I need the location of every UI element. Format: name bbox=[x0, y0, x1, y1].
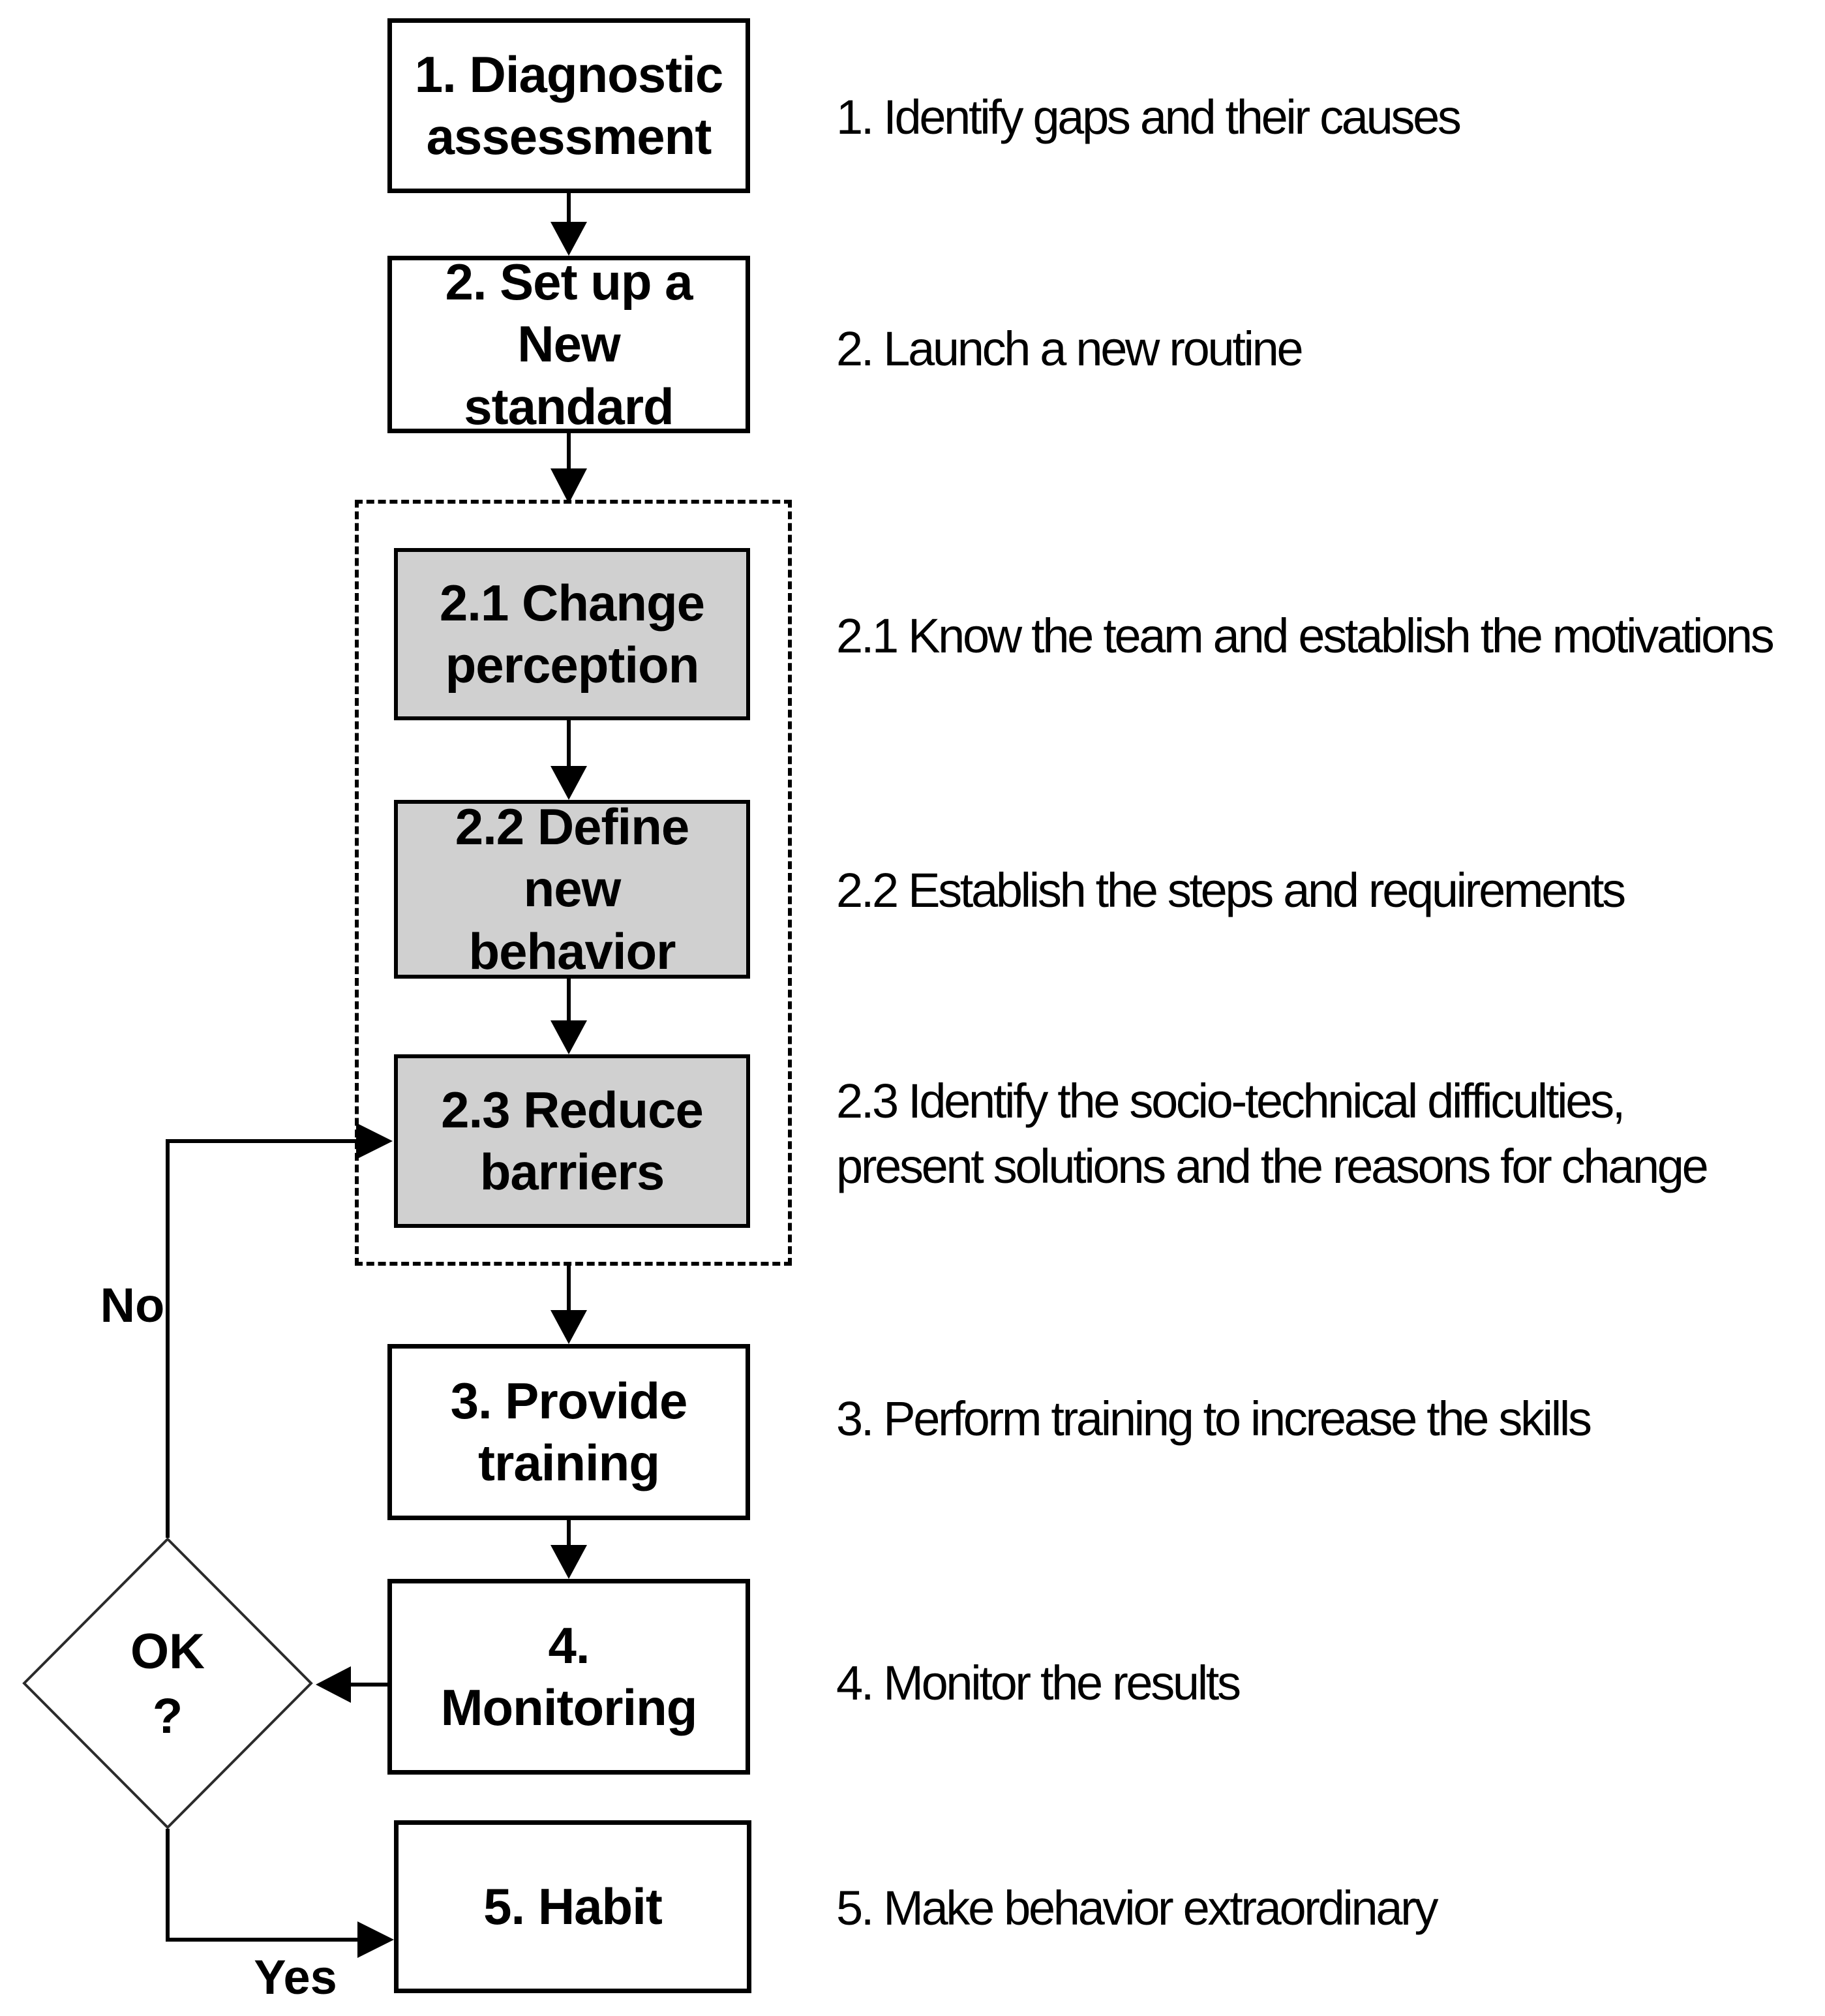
box-2-2-label: 2.2 Define new behavior bbox=[455, 798, 689, 980]
substeps-dashed-container bbox=[355, 500, 792, 1266]
arrow-group-to-step3 bbox=[551, 1266, 587, 1344]
arrow-step4-to-decision bbox=[316, 1666, 387, 1703]
box-2-3-label: 2.3 Reduce barriers bbox=[441, 1080, 704, 1200]
annotation-4: 4. Monitor the results bbox=[836, 1656, 1241, 1710]
annotation-2-3: 2.3 Identify the socio-technical difficu… bbox=[836, 1074, 1709, 1193]
branch-label-yes: Yes bbox=[254, 1950, 337, 2004]
arrow-no-feedback-to-step23 bbox=[166, 1123, 393, 1538]
box-2-2-define-new-behavior: 2.2 Define new behavior bbox=[394, 798, 750, 980]
box-1-label: 1. Diagnostic assessment bbox=[414, 45, 723, 165]
annotation-2-1: 2.1 Know the team and establish the moti… bbox=[836, 609, 1775, 663]
box-2-label: 2. Set up a New standard bbox=[445, 253, 693, 435]
box-5-habit: 5. Habit bbox=[394, 1820, 751, 1993]
arrow-step21-to-step22 bbox=[551, 720, 587, 800]
arrow-yes-to-step5 bbox=[166, 1829, 394, 1958]
arrow-step3-to-step4 bbox=[551, 1520, 587, 1579]
box-2-1-label: 2.1 Change perception bbox=[439, 573, 705, 694]
arrow-step2-to-group bbox=[551, 433, 587, 504]
branch-label-no: No bbox=[100, 1278, 165, 1332]
box-2-3-reduce-barriers: 2.3 Reduce barriers bbox=[394, 1054, 750, 1228]
box-4-label: 4. Monitoring bbox=[440, 1616, 698, 1736]
box-4-monitoring: 4. Monitoring bbox=[387, 1579, 750, 1775]
box-1-diagnostic-assessment: 1. Diagnostic assessment bbox=[387, 18, 750, 193]
box-2-set-up-new-standard: 2. Set up a New standard bbox=[387, 253, 750, 435]
box-3-label: 3. Provide training bbox=[450, 1371, 688, 1491]
annotation-2: 2. Launch a new routine bbox=[836, 322, 1304, 376]
arrow-step1-to-step2 bbox=[551, 193, 587, 256]
annotation-1: 1. Identify gaps and their causes bbox=[836, 90, 1462, 144]
annotation-5: 5. Make behavior extraordinary bbox=[836, 1881, 1439, 1935]
arrow-step22-to-step23 bbox=[551, 979, 587, 1054]
box-5-label: 5. Habit bbox=[483, 1877, 663, 1935]
decision-diamond bbox=[22, 1537, 313, 1829]
box-2-1-change-perception: 2.1 Change perception bbox=[394, 548, 750, 720]
annotation-3: 3. Perform training to increase the skil… bbox=[836, 1392, 1592, 1446]
decision-ok-label: OK ? bbox=[130, 1624, 205, 1744]
box-3-provide-training: 3. Provide training bbox=[387, 1344, 750, 1520]
annotation-2-2: 2.2 Establish the steps and requirements bbox=[836, 863, 1626, 917]
